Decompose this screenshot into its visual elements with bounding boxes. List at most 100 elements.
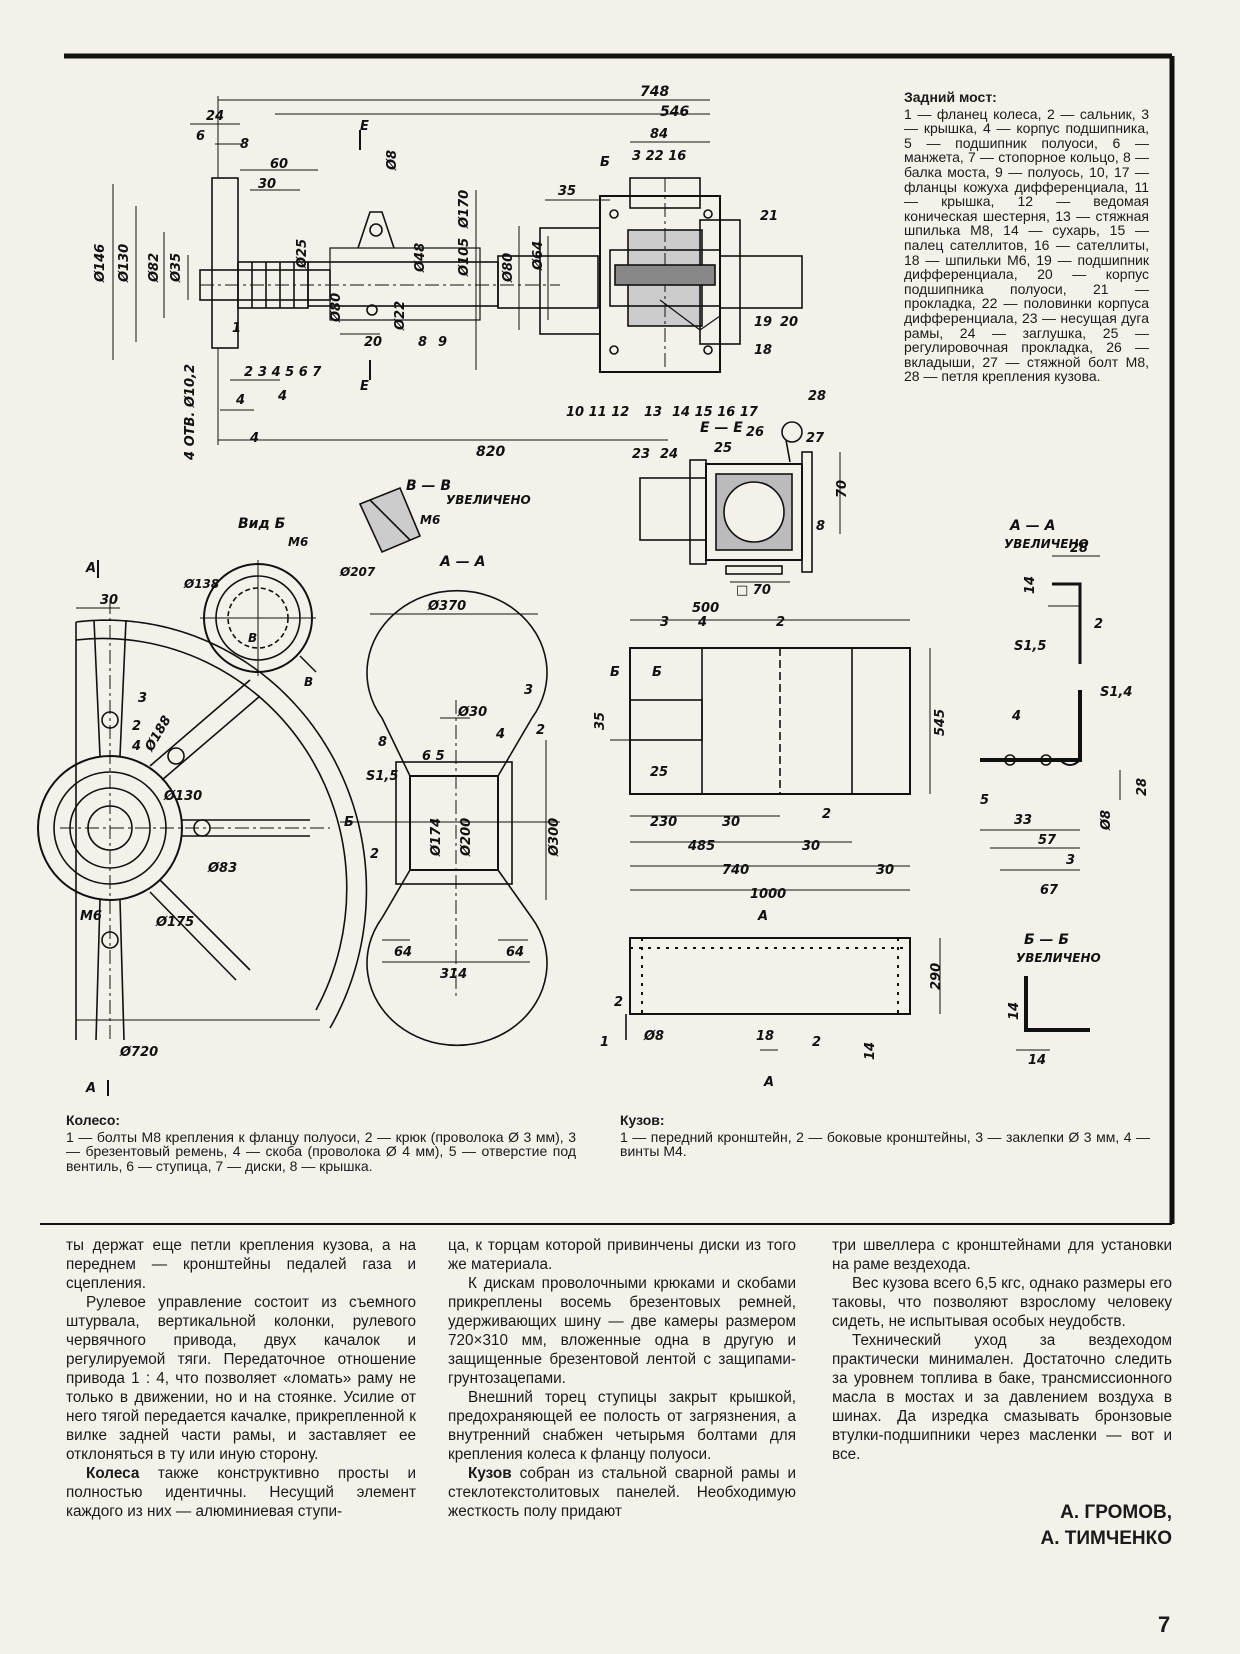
svg-text:8: 8 (418, 335, 427, 350)
svg-text:Ø138: Ø138 (183, 577, 219, 591)
svg-text:Ø370: Ø370 (427, 599, 466, 614)
svg-text:Б: Б (600, 155, 610, 170)
detail-aa-drawing (1048, 555, 1100, 664)
svg-text:3: 3 (138, 691, 147, 706)
paragraph: ты держат еще петли крепления кузова, а … (66, 1237, 416, 1292)
paragraph-body: также конструктивно просты и полностью и… (66, 1465, 416, 1520)
svg-text:14: 14 (1007, 1002, 1022, 1020)
svg-text:Ø8: Ø8 (1099, 810, 1114, 831)
svg-text:740: 740 (722, 863, 749, 878)
paragraph: три швеллера с кронштейнами для установк… (832, 1237, 1172, 1273)
svg-text:10 11 12: 10 11 12 (566, 405, 629, 420)
author-2: А. ТИМЧЕНКО (1040, 1528, 1173, 1549)
svg-text:Ø174: Ø174 (429, 818, 444, 857)
svg-text:6 5: 6 5 (422, 749, 445, 764)
svg-text:А — А: А — А (439, 554, 485, 570)
svg-text:Ø83: Ø83 (207, 861, 237, 876)
svg-text:Ø8: Ø8 (643, 1029, 664, 1044)
svg-text:Ø175: Ø175 (155, 915, 194, 930)
svg-text:4: 4 (235, 393, 245, 408)
rear-axle-legend-text: 1 — фланец колеса, 2 — сальник, 3 — крыш… (904, 105, 1149, 385)
svg-text:820: 820 (476, 444, 505, 460)
svg-text:3: 3 (660, 615, 669, 630)
svg-text:21: 21 (760, 209, 778, 224)
svg-text:30: 30 (876, 863, 894, 878)
hub-section-drawing (340, 589, 560, 1047)
svg-text:290: 290 (929, 963, 944, 990)
svg-text:2: 2 (776, 615, 785, 630)
svg-text:30: 30 (258, 177, 276, 192)
svg-text:19: 19 (754, 315, 772, 330)
svg-text:14: 14 (1023, 576, 1038, 594)
svg-text:Ø200: Ø200 (459, 818, 474, 857)
svg-text:8: 8 (240, 137, 249, 152)
svg-text:Ø146: Ø146 (93, 244, 108, 283)
svg-text:Ø130: Ø130 (163, 789, 202, 804)
svg-text:А: А (85, 1081, 96, 1096)
article-column-3: три швеллера с кронштейнами для установк… (832, 1236, 1172, 1464)
svg-text:6: 6 (196, 129, 205, 144)
svg-text:4 ОТВ. Ø10,2: 4 ОТВ. Ø10,2 (183, 364, 198, 461)
svg-text:485: 485 (687, 839, 715, 854)
svg-text:Е — Е: Е — Е (700, 420, 743, 436)
svg-text:9: 9 (438, 335, 447, 350)
wheel-legend-text: 1 — болты М8 крепления к фланцу полуоси,… (66, 1128, 576, 1174)
svg-text:60: 60 (270, 157, 288, 172)
svg-text:В — В: В — В (406, 478, 451, 494)
wheel-legend: Колесо: 1 — болты М8 крепления к фланцу … (66, 1113, 576, 1173)
svg-text:30: 30 (100, 593, 118, 608)
svg-text:Ø300: Ø300 (547, 818, 562, 857)
svg-text:8: 8 (816, 519, 825, 534)
svg-text:4: 4 (277, 389, 287, 404)
svg-text:2: 2 (822, 807, 831, 822)
svg-text:Ø22: Ø22 (393, 301, 408, 331)
svg-text:3: 3 (1066, 853, 1075, 868)
svg-text:Ø8: Ø8 (385, 150, 400, 171)
svg-text:В: В (248, 631, 257, 645)
svg-text:748: 748 (640, 84, 669, 100)
svg-text:5: 5 (980, 793, 989, 808)
rear-axle-drawing (112, 96, 803, 445)
svg-text:2: 2 (536, 723, 545, 738)
svg-text:Ø80: Ø80 (329, 293, 344, 323)
svg-text:Ø35: Ø35 (169, 253, 184, 283)
svg-text:УВЕЛИЧЕНО: УВЕЛИЧЕНО (1004, 537, 1089, 551)
body-legend: Кузов: 1 — передний кронштейн, 2 — боков… (620, 1113, 1150, 1159)
svg-text:3 4 5 6 7: 3 4 5 6 7 (258, 365, 322, 380)
svg-text:Б: Б (610, 665, 620, 680)
svg-text:А: А (85, 561, 96, 576)
svg-text:35: 35 (593, 712, 608, 730)
svg-text:Ø64: Ø64 (531, 241, 546, 271)
svg-text:20: 20 (364, 335, 382, 350)
paragraph: Вес кузова всего 6,5 кгс, однако размеры… (832, 1275, 1172, 1330)
svg-text:500: 500 (692, 601, 719, 616)
svg-text:2: 2 (614, 995, 623, 1010)
paragraph: К дискам проволочными крюками и скобами … (448, 1275, 796, 1387)
svg-text:70: 70 (835, 480, 850, 498)
svg-text:14: 14 (863, 1042, 878, 1060)
svg-text:28: 28 (808, 389, 826, 404)
paragraph-lead: Кузов (468, 1465, 512, 1482)
svg-text:Б — Б: Б — Б (1024, 932, 1069, 948)
body-side-drawing (625, 937, 941, 1051)
svg-text:Ø80: Ø80 (501, 253, 516, 283)
svg-text:28: 28 (1135, 778, 1150, 796)
svg-text:Ø82: Ø82 (147, 253, 162, 283)
svg-text:35: 35 (558, 184, 576, 199)
svg-text:57: 57 (1038, 833, 1057, 848)
svg-text:Ø170: Ø170 (457, 190, 472, 229)
svg-text:Е: Е (360, 379, 369, 394)
view-b-drawing (200, 560, 317, 676)
paragraph: Кузов собран из стальной сварной рамы и … (448, 1464, 796, 1521)
rear-axle-legend: Задний мост: 1 — фланец колеса, 2 — саль… (904, 90, 1149, 384)
svg-text:1000: 1000 (750, 887, 786, 902)
svg-text:546: 546 (660, 104, 689, 120)
svg-text:4: 4 (131, 739, 141, 754)
svg-text:2: 2 (132, 719, 141, 734)
svg-text:Б: Б (344, 815, 354, 830)
article-column-2: ца, к торцам которой привинчены диски из… (448, 1236, 796, 1521)
paragraph: Технический уход за вездеходом практичес… (832, 1332, 1172, 1463)
svg-text:В: В (304, 675, 313, 689)
svg-text:Ø25: Ø25 (295, 239, 310, 269)
svg-text:14 15 16 17: 14 15 16 17 (672, 405, 759, 420)
